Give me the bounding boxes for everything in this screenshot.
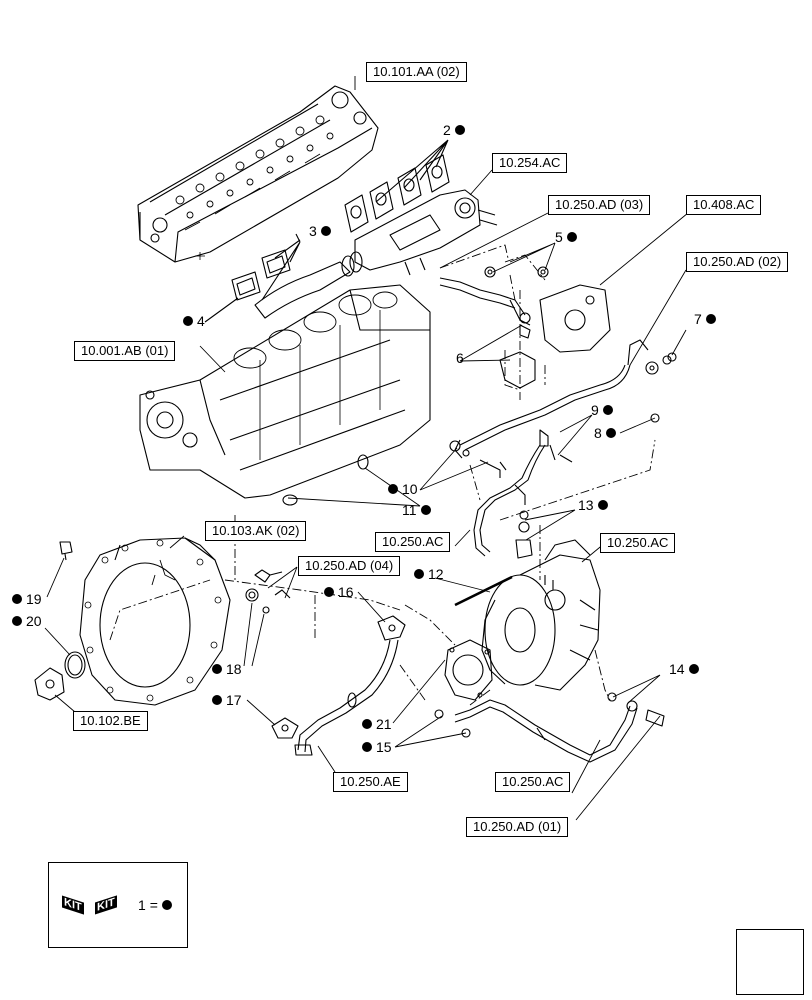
- callout-7-number: 7: [694, 311, 702, 327]
- callout-5-number: 5: [555, 229, 563, 245]
- callout-16: 16: [324, 584, 354, 600]
- kit-dot-icon: [161, 900, 172, 910]
- kit-dot-icon: [602, 405, 613, 415]
- callout-14-number: 14: [669, 661, 685, 677]
- kit-dot-icon: [362, 719, 372, 729]
- callout-2-number: 2: [443, 122, 451, 138]
- callout-16-number: 16: [338, 584, 354, 600]
- callout-18-number: 18: [226, 661, 242, 677]
- ref-10-250-ad-02[interactable]: 10.250.AD (02): [686, 252, 789, 272]
- callout-12: 12: [414, 566, 444, 582]
- rod-drawing: [454, 575, 513, 607]
- ref-10-001-ab-01[interactable]: 10.001.AB (01): [74, 341, 176, 361]
- kit-dot-icon: [420, 505, 431, 515]
- callout-9-number: 9: [591, 402, 599, 418]
- callout-2: 2: [443, 122, 465, 138]
- turbo-gasket-drawing: [444, 639, 493, 701]
- ref-10-102-be[interactable]: 10.102.BE: [73, 711, 148, 731]
- callout-10-number: 10: [402, 481, 418, 497]
- kit-dot-icon: [566, 232, 577, 242]
- callout-15-number: 15: [376, 739, 392, 755]
- ref-10-250-ad-04[interactable]: 10.250.AD (04): [298, 556, 401, 576]
- callout-4: 4: [183, 313, 205, 329]
- exhaust-manifold-drawing: [354, 189, 498, 276]
- callout-9: 9: [591, 402, 613, 418]
- flywheel-housing-drawing: [79, 537, 231, 706]
- oil-lines-drawing: [439, 266, 677, 478]
- kit-dot-icon: [212, 664, 222, 674]
- callout-13-number: 13: [578, 497, 594, 513]
- ref-10-254-ac[interactable]: 10.254.AC: [492, 153, 568, 173]
- fitting-18-drawing: [245, 569, 291, 614]
- exhaust-gaskets-drawing: [344, 139, 450, 233]
- callout-3-number: 3: [309, 223, 317, 239]
- callout-14: 14: [669, 661, 699, 677]
- kit-dot-icon: [183, 316, 193, 326]
- turbocharger-drawing: [481, 539, 601, 691]
- ref-10-250-ad-03[interactable]: 10.250.AD (03): [548, 195, 651, 215]
- callout-18: 18: [212, 661, 242, 677]
- kit-dot-icon: [388, 484, 398, 494]
- kit-dot-icon: [688, 664, 699, 674]
- plug-and-oring-drawing: [34, 541, 86, 701]
- callout-6-number: 6: [456, 350, 464, 366]
- cylinder-head-drawing: [137, 85, 379, 263]
- drain-pipe-drawing: [271, 615, 406, 756]
- callout-11-number: 11: [402, 502, 417, 518]
- ref-10-250-ad-01[interactable]: 10.250.AD (01): [466, 817, 569, 837]
- return-pipe-drawing: [434, 692, 665, 763]
- kit-dot-icon: [324, 587, 334, 597]
- callout-6: 6: [456, 350, 464, 366]
- kit-dot-icon: [12, 594, 22, 604]
- callout-5: 5: [555, 229, 577, 245]
- alignment-lines: [109, 244, 656, 706]
- callout-10: 10: [388, 481, 418, 497]
- callout-13: 13: [578, 497, 608, 513]
- callout-4-number: 4: [197, 313, 205, 329]
- callout-7: 7: [694, 311, 716, 327]
- callout-17: 17: [212, 692, 242, 708]
- callout-15: 15: [362, 739, 392, 755]
- kit-dot-icon: [362, 742, 372, 752]
- callout-11: 11: [402, 502, 431, 518]
- kit-dot-icon: [212, 695, 222, 705]
- callout-21: 21: [362, 716, 392, 732]
- kit-legend-number: 1: [138, 897, 146, 913]
- ref-10-250-ac-middle[interactable]: 10.250.AC: [375, 532, 451, 552]
- callout-19-number: 19: [26, 591, 42, 607]
- ref-10-101-aa-02[interactable]: 10.101.AA (02): [366, 62, 467, 82]
- ref-10-250-ae[interactable]: 10.250.AE: [333, 772, 408, 792]
- callout-3: 3: [309, 223, 331, 239]
- ref-10-103-ak-02[interactable]: 10.103.AK (02): [205, 521, 307, 541]
- kit-dot-icon: [454, 125, 465, 135]
- callout-19: 19: [12, 591, 42, 607]
- callout-8-number: 8: [594, 425, 602, 441]
- kit-dot-icon: [320, 226, 331, 236]
- callout-8: 8: [594, 425, 616, 441]
- kit-dot-icon: [414, 569, 424, 579]
- callout-20-number: 20: [26, 613, 42, 629]
- next-page-button[interactable]: [736, 929, 804, 995]
- callout-12-number: 12: [428, 566, 444, 582]
- kit-dot-icon: [705, 314, 716, 324]
- intake-pipe-drawing: [204, 233, 363, 323]
- kit-dot-icon: [597, 500, 608, 510]
- engine-block-drawing: [139, 284, 431, 506]
- ref-10-250-ac-lower[interactable]: 10.250.AC: [495, 772, 571, 792]
- kit-dot-icon: [12, 616, 22, 626]
- kit-dot-icon: [605, 428, 616, 438]
- turbo-feed-hose-drawing: [473, 444, 546, 559]
- ref-10-250-ac-turbo[interactable]: 10.250.AC: [600, 533, 676, 553]
- callout-17-number: 17: [226, 692, 242, 708]
- leader-lines: [44, 76, 689, 821]
- kit-legend-equals: =: [149, 897, 158, 913]
- kit-legend-text: 1 =: [138, 897, 172, 913]
- ref-10-408-ac[interactable]: 10.408.AC: [686, 195, 762, 215]
- callout-21-number: 21: [376, 716, 392, 732]
- callout-20: 20: [12, 613, 42, 629]
